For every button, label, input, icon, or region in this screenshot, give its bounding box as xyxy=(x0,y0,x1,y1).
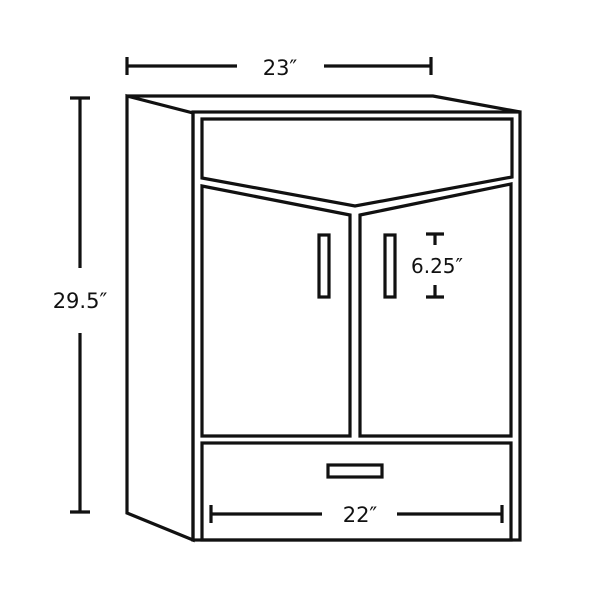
label-inner-width: 22″ xyxy=(343,503,378,527)
dimension-inner-width xyxy=(209,505,504,523)
label-handle-length: 6.25″ xyxy=(411,254,463,278)
right-door xyxy=(358,182,513,438)
label-top-width: 23″ xyxy=(263,56,298,80)
cabinet-side-panel xyxy=(125,93,195,543)
bottom-drawer xyxy=(200,441,513,542)
left-door xyxy=(200,184,352,438)
label-height: 29.5″ xyxy=(53,289,108,313)
drawer-handle xyxy=(326,463,384,479)
cabinet-top-edge xyxy=(127,94,521,114)
dimension-height xyxy=(70,96,90,514)
dimension-top-width xyxy=(125,57,433,75)
right-door-handle xyxy=(383,233,397,299)
top-panel xyxy=(200,117,514,208)
left-door-handle xyxy=(317,233,331,299)
dimension-handle-length xyxy=(426,232,444,299)
